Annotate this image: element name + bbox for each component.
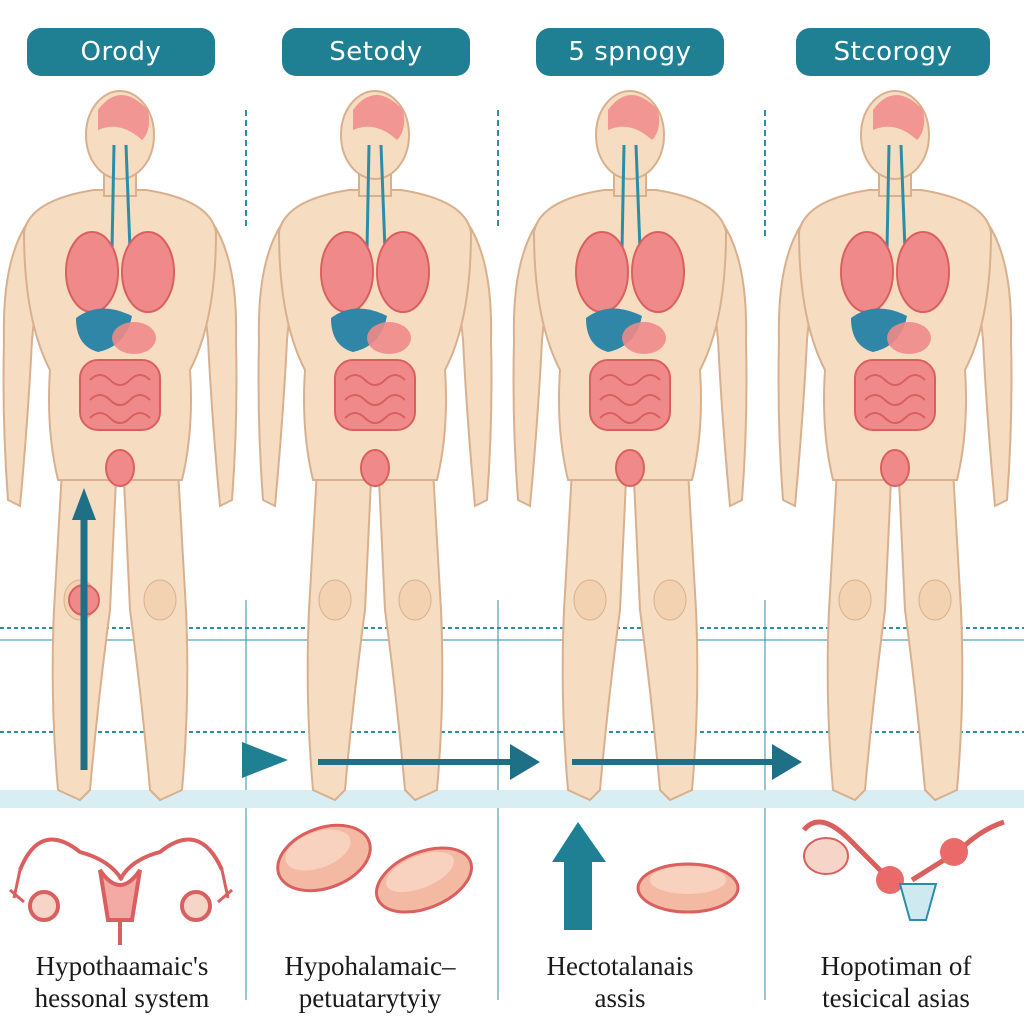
right-knee (653, 579, 687, 621)
column-title-1: Orody (27, 28, 215, 76)
intestines (854, 359, 936, 431)
caption-line: Hypohalamaic– (284, 951, 456, 981)
column-caption-4: Hopotiman of tesicical asias (776, 950, 1016, 1014)
up-arrow-head (72, 488, 96, 520)
left-lung (575, 231, 629, 313)
right-knee (143, 579, 177, 621)
flow-arrow-1-head (510, 744, 540, 780)
column-title-4: Stcorogy (796, 28, 990, 76)
brain (353, 95, 405, 140)
brain (873, 95, 925, 140)
vessel (620, 144, 642, 251)
vessel (365, 144, 387, 251)
column-title-2: Setody (282, 28, 470, 76)
bladder (105, 449, 135, 487)
caption-line: hessonal system (34, 983, 210, 1013)
brain (608, 95, 660, 140)
caption-line: Hopotiman of (820, 951, 972, 981)
stomach (112, 322, 156, 354)
left-lung (320, 231, 374, 313)
intestine-folds (344, 374, 406, 424)
left-leg (561, 468, 628, 802)
intestine-folds (864, 374, 926, 424)
play-arrow (242, 742, 288, 778)
vessel (110, 144, 132, 251)
right-leg (632, 468, 699, 802)
big-up-arrow (552, 822, 606, 930)
bladder (360, 449, 390, 487)
left-knee (318, 579, 352, 621)
right-lung (376, 231, 430, 313)
bladder (880, 449, 910, 487)
intestine-folds (599, 374, 661, 424)
intestines (589, 359, 671, 431)
right-knee (398, 579, 432, 621)
left-knee (573, 579, 607, 621)
caption-line: tesicical asias (822, 983, 970, 1013)
stomach (887, 322, 931, 354)
human-figure-4 (777, 90, 1013, 802)
intestine-folds (89, 374, 151, 424)
left-lung (840, 231, 894, 313)
column-caption-3: Hectotalanais assis (500, 950, 740, 1014)
human-figure-3 (512, 90, 748, 802)
caption-line: Hypothaamaic's (35, 951, 209, 981)
brain (98, 95, 150, 140)
tissue-discs (276, 823, 740, 914)
bladder (615, 449, 645, 487)
right-knee (918, 579, 952, 621)
human-figure-1 (2, 90, 238, 802)
column-caption-2: Hypohalamaic– petuatarytyiy (250, 950, 490, 1014)
column-caption-1: Hypothaamaic's hessonal system (2, 950, 242, 1014)
right-leg (122, 468, 189, 802)
column-title-3: 5 spnogy (536, 28, 724, 76)
left-lung (65, 231, 119, 313)
vessel (885, 144, 907, 251)
testes-illustration (802, 819, 1005, 921)
left-knee (838, 579, 872, 621)
caption-line: petuatarytyiy (298, 983, 442, 1013)
right-leg (377, 468, 444, 802)
uterus-illustration (9, 837, 233, 945)
right-lung (631, 231, 685, 313)
flow-arrows (72, 488, 802, 930)
stomach (367, 322, 411, 354)
stomach (622, 322, 666, 354)
right-lung (896, 231, 950, 313)
intestines (334, 359, 416, 431)
left-leg (306, 468, 373, 802)
intestines (79, 359, 161, 431)
caption-line: assis (594, 983, 646, 1013)
right-lung (121, 231, 175, 313)
human-figure-2 (257, 90, 493, 802)
flow-arrow-2-head (772, 744, 802, 780)
floor-strip (0, 790, 1024, 808)
left-leg (826, 468, 893, 802)
caption-line: Hectotalanais (546, 951, 694, 981)
right-leg (897, 468, 964, 802)
